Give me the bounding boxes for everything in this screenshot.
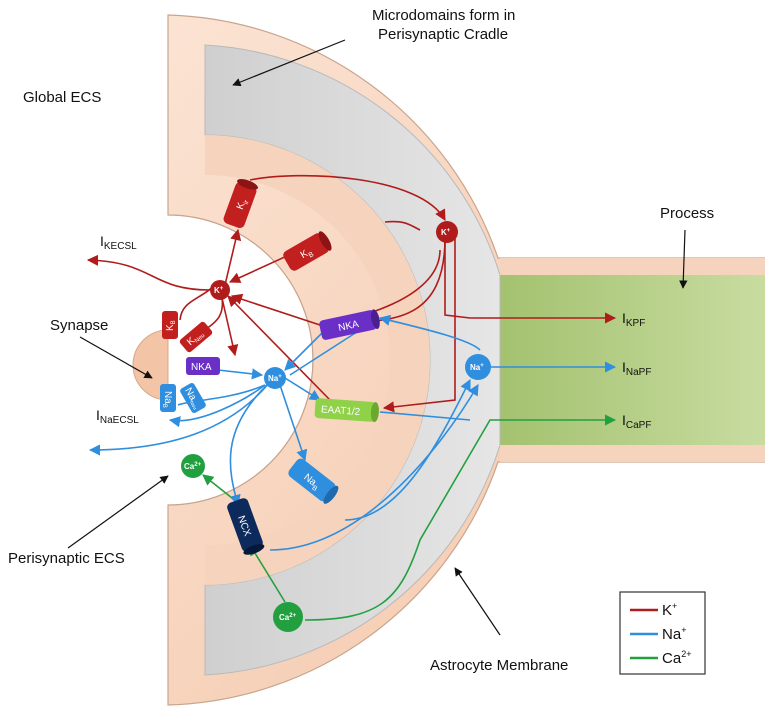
svg-text:Ca2+: Ca2+	[184, 462, 202, 471]
ion-k-synaptic: K+	[210, 280, 230, 300]
svg-text:Na+: Na+	[268, 374, 282, 383]
kb-astro-label: KB	[299, 246, 316, 263]
channel-ncx: NCX	[227, 498, 265, 555]
process-label: Process	[660, 205, 714, 222]
channel-naneu: NaNeu	[180, 382, 206, 414]
svg-text:K+: K+	[441, 228, 451, 237]
ion-na-synaptic: Na+	[264, 367, 286, 389]
kneu-label: KNeu	[185, 328, 206, 349]
legend: K+ Na+ Ca2+	[619, 591, 706, 675]
kb-syn-label: KB	[165, 320, 177, 331]
calcium-pathways	[202, 414, 617, 621]
perisynaptic-ecs-label: Perisynaptic ECS	[8, 550, 125, 567]
channel-kneu: KNeu	[179, 321, 213, 353]
nka-astro-label: NKA	[337, 319, 360, 334]
inner-membrane	[205, 135, 430, 585]
microdomains-label-line1: Microdomains form in	[372, 7, 515, 24]
channel-kir: Kir	[223, 179, 258, 229]
astrocyte-membrane-label: Astrocyte Membrane	[430, 657, 568, 674]
microdomains-label-line2: Perisynaptic Cradle	[378, 26, 508, 43]
ion-ca-synaptic: Ca2+	[181, 454, 205, 478]
ion-na-astrocyte: Na+	[465, 354, 491, 380]
nka-syn-label: NKA	[191, 362, 212, 373]
legend-k: K+	[662, 601, 677, 619]
i-capf-label: ICaPF	[622, 412, 651, 431]
i-naecsl-label: INaECSL	[96, 407, 139, 426]
channel-kb-synapse: KB	[162, 311, 178, 339]
sodium-pathways	[88, 314, 617, 551]
ion-k-astrocyte: K+	[436, 221, 458, 243]
process-top-membrane	[500, 258, 765, 275]
svg-text:Na+: Na+	[470, 363, 484, 372]
channel-kb-astrocyte: KB	[283, 231, 332, 271]
astrocyte-cradle	[167, 14, 765, 706]
process-bottom-membrane	[500, 445, 765, 462]
i-kpf-label: IKPF	[622, 310, 645, 329]
svg-text:Ca2+: Ca2+	[279, 613, 297, 622]
process-fill	[470, 275, 765, 445]
legend-ca: Ca2+	[662, 649, 691, 667]
global-ecs-label: Global ECS	[23, 89, 101, 106]
synapse-label: Synapse	[50, 317, 108, 334]
nab-syn-label: NaB	[161, 391, 173, 408]
channel-eaat: EAAT1/2	[314, 398, 379, 423]
svg-text:K+: K+	[214, 286, 224, 295]
eaat-label: EAAT1/2	[321, 404, 361, 418]
channel-nka-synapse: NKA	[186, 357, 220, 375]
callout-arrows	[67, 39, 688, 636]
i-napf-label: INaPF	[622, 359, 651, 378]
channel-nab-astrocyte: NaB	[288, 458, 339, 504]
channel-nka-astrocyte: NKA	[319, 309, 380, 340]
ion-ca-astrocyte: Ca2+	[273, 602, 303, 632]
legend-na: Na+	[662, 625, 686, 643]
kir-label: Kir	[235, 197, 251, 212]
channel-nab-synapse: NaB	[160, 384, 176, 412]
i-kecsl-label: IKECSL	[100, 233, 137, 252]
